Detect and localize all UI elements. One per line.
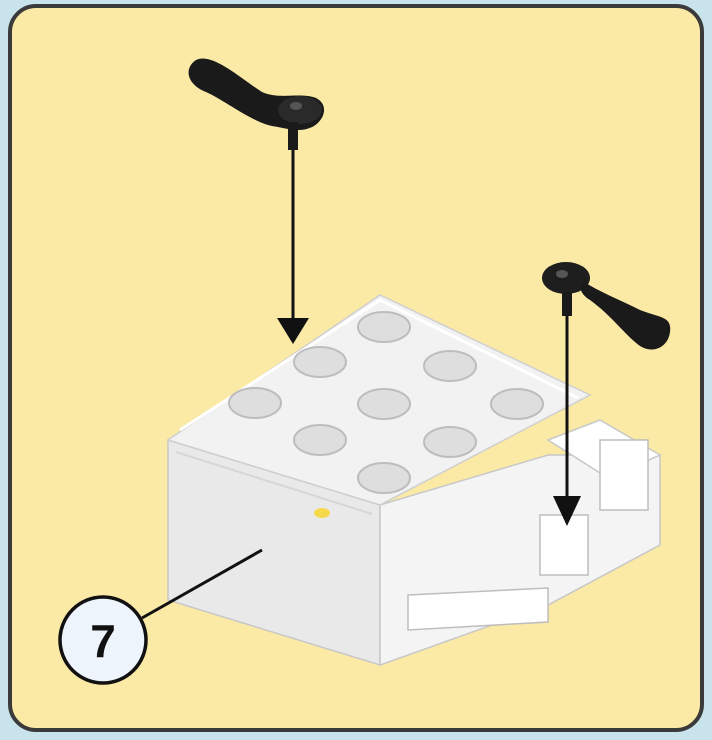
hole: [229, 388, 281, 418]
hole: [358, 463, 410, 493]
side-clip: [600, 440, 648, 510]
hole: [491, 389, 543, 419]
slide-tab: [408, 588, 548, 630]
hole: [358, 389, 410, 419]
glue-dot: [314, 508, 330, 518]
hole: [424, 351, 476, 381]
hole: [424, 427, 476, 457]
pin-socket: [540, 515, 588, 575]
callout-badge: 7: [60, 597, 146, 683]
callout-number: 7: [90, 615, 116, 667]
hole: [358, 312, 410, 342]
hole: [294, 425, 346, 455]
hole: [294, 347, 346, 377]
